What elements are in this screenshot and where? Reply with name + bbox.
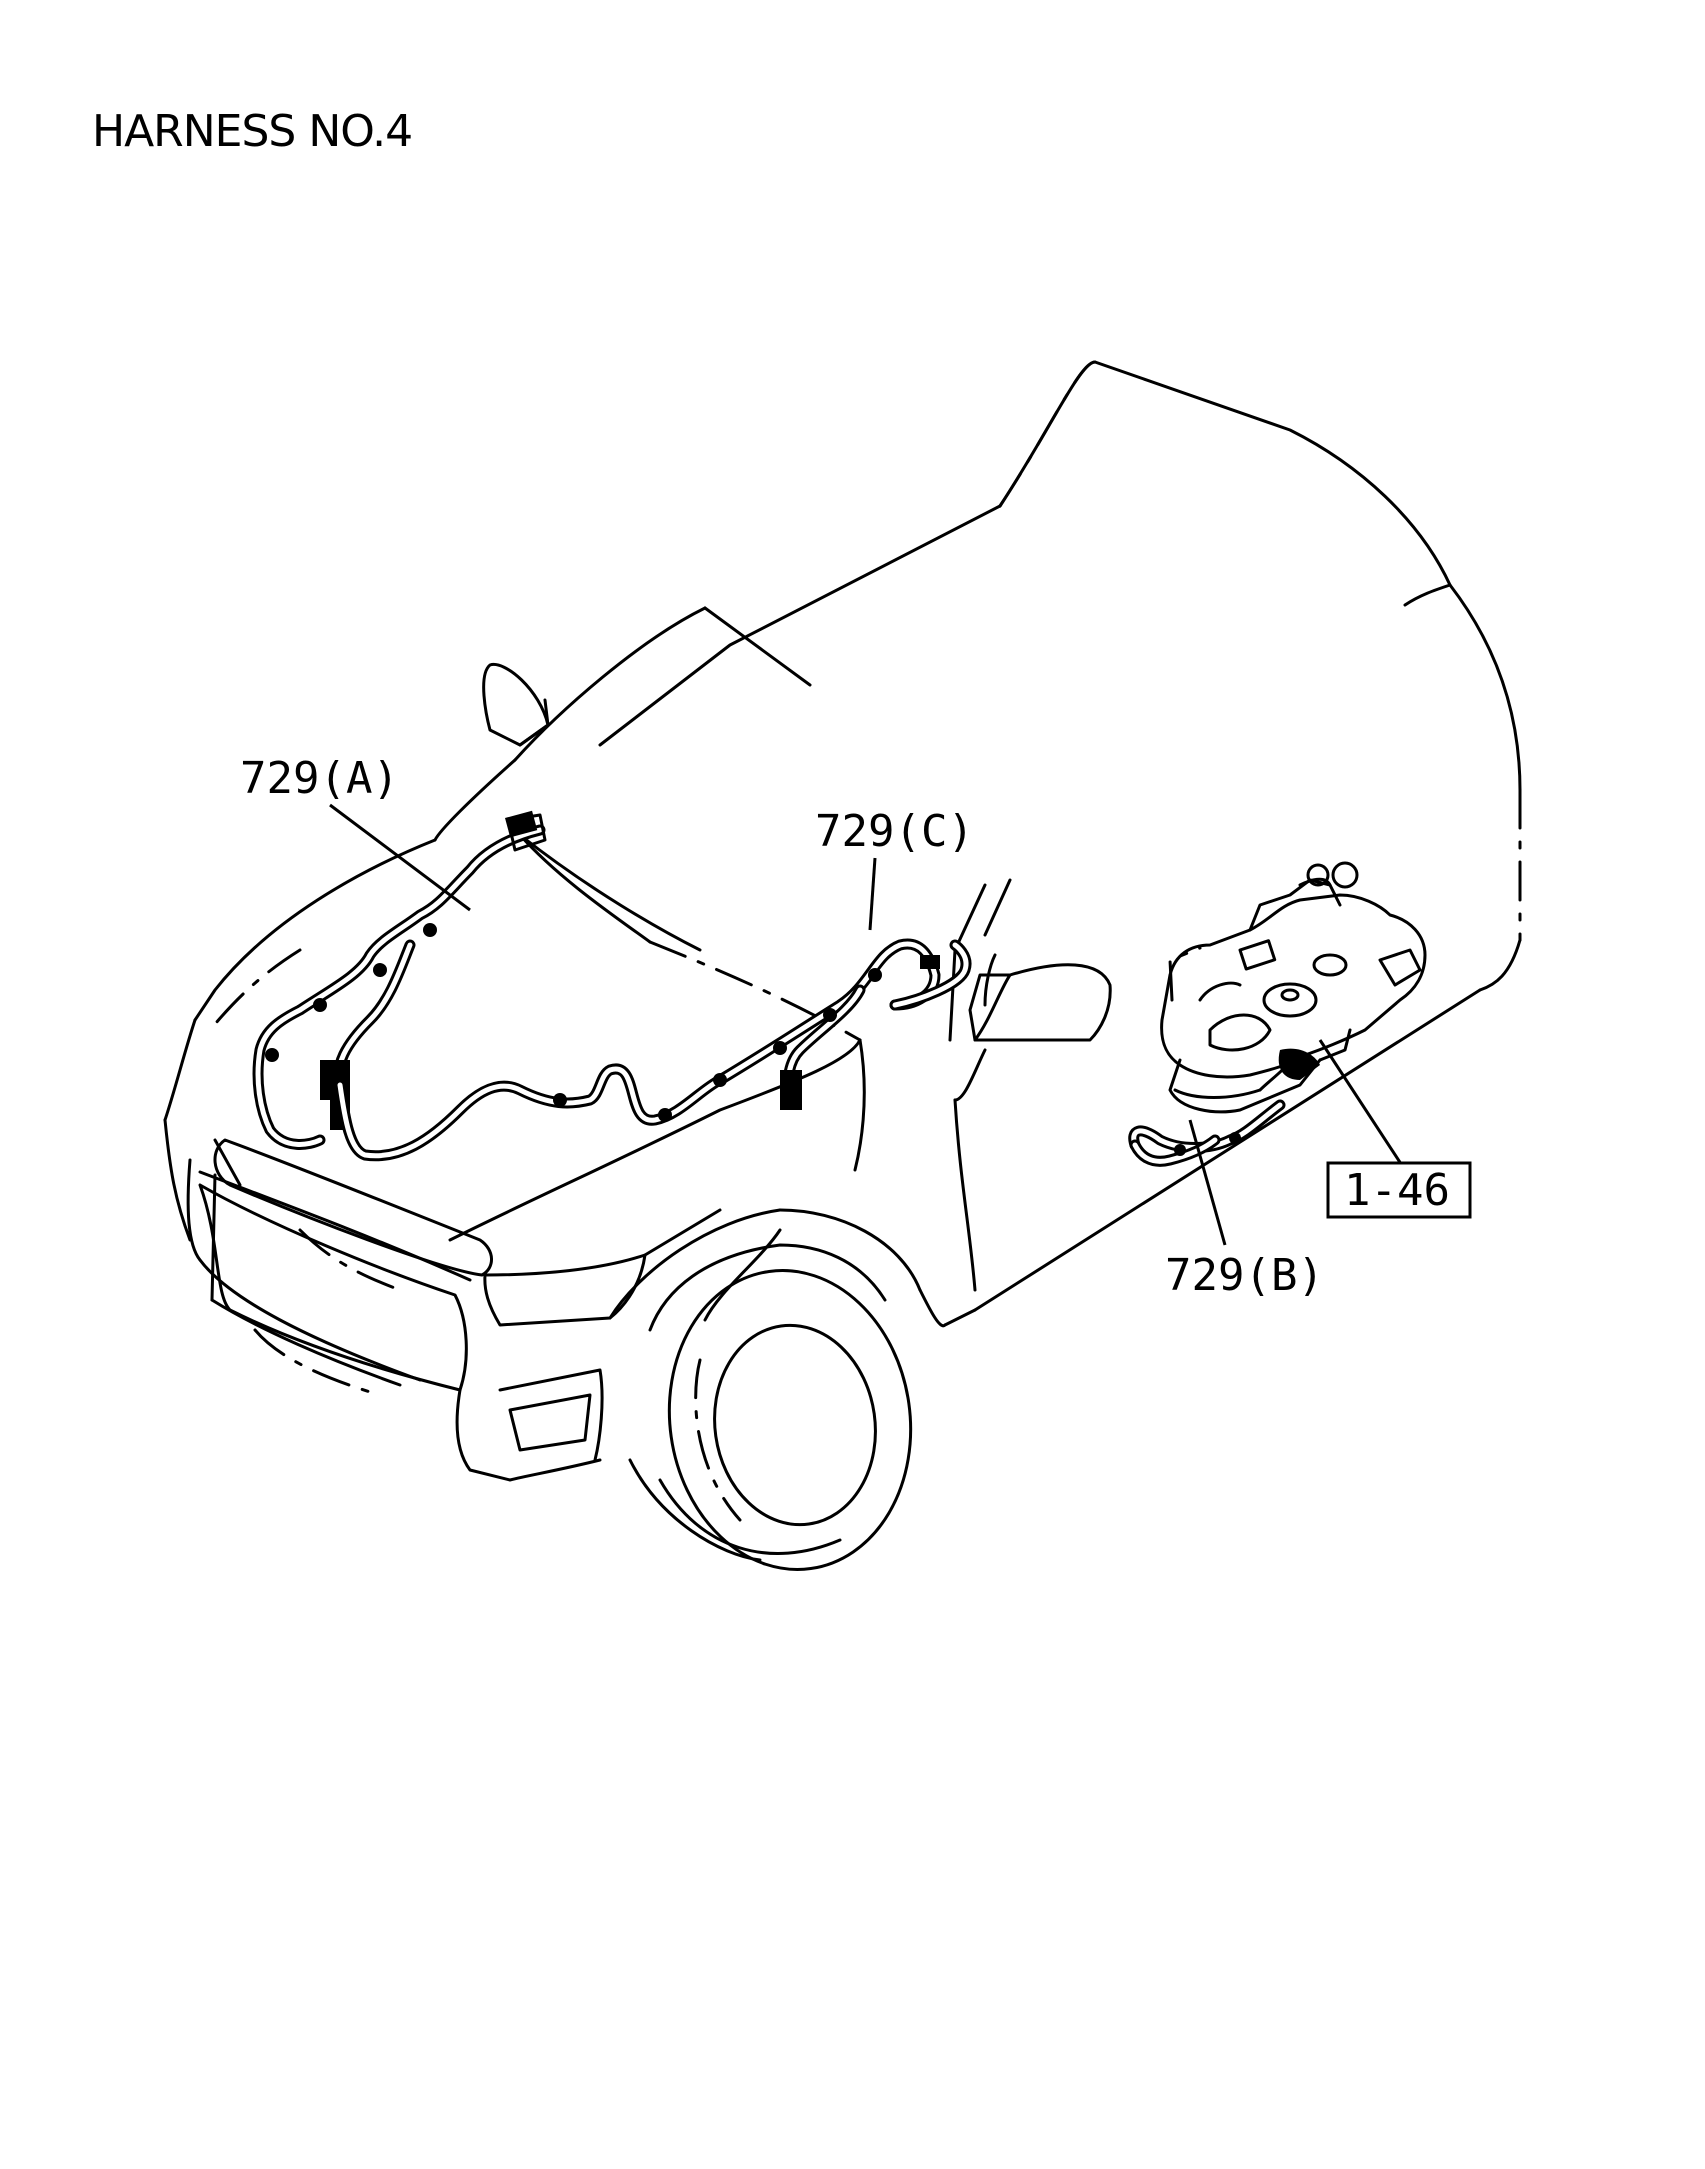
callout-729c: 729(C) (815, 806, 974, 931)
label-ref: 1-46 (1344, 1165, 1450, 1216)
harness-729b (1128, 1099, 1286, 1167)
harness-729a (252, 810, 547, 1150)
fuel-tank (1160, 861, 1427, 1114)
callout-729b: 729(B) (1165, 1119, 1324, 1301)
callout-ref: 1-46 (1318, 1039, 1472, 1219)
label-729b: 729(B) (1165, 1250, 1324, 1301)
label-729c: 729(C) (815, 806, 974, 857)
ref-box (1326, 1161, 1472, 1219)
callout-729a: 729(A) (240, 753, 471, 912)
page-title: HARNESS NO.4 (92, 106, 413, 157)
harness-729c (334, 938, 972, 1162)
label-729a: 729(A) (240, 753, 399, 804)
vehicle-outline (163, 360, 1522, 1571)
